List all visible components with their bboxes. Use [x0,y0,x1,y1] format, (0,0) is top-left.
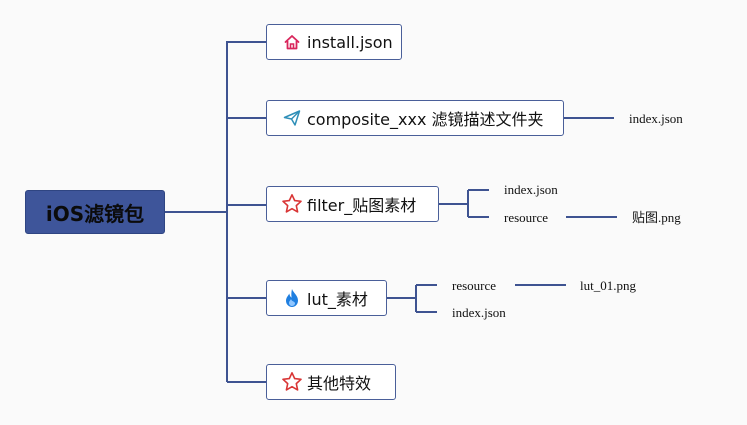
home-icon [281,31,303,53]
paper-plane-icon [281,107,303,129]
branch-label: 其他特效 [307,374,372,393]
branch-label: composite_xxx 滤镜描述文件夹 [307,110,544,129]
branch-node-other-effects[interactable]: 其他特效 [266,364,396,400]
branch-node-lut[interactable]: lut_素材 [266,280,387,316]
leaf-sticker-png[interactable]: 贴图.png [632,210,681,225]
root-node[interactable]: iOS滤镜包 [25,190,165,234]
branch-node-install-json[interactable]: install.json [266,24,402,60]
leaf-lut-png[interactable]: lut_01.png [580,278,636,293]
branch-label: lut_素材 [307,290,368,309]
branch-label: install.json [307,32,393,52]
leaf-index-json[interactable]: index.json [452,305,506,320]
branch-node-composite[interactable]: composite_xxx 滤镜描述文件夹 [266,100,564,136]
star-icon [281,371,303,393]
star-icon [281,193,303,215]
branch-node-filter[interactable]: filter_贴图素材 [266,186,439,222]
leaf-resource[interactable]: resource [452,278,497,293]
leaf-index-json[interactable]: index.json [504,182,558,197]
leaf-resource[interactable]: resource [504,210,549,225]
leaf-index-json[interactable]: index.json [629,111,683,126]
branch-label: filter_贴图素材 [307,196,417,215]
flame-icon [281,287,303,309]
root-label: iOS滤镜包 [45,201,145,226]
